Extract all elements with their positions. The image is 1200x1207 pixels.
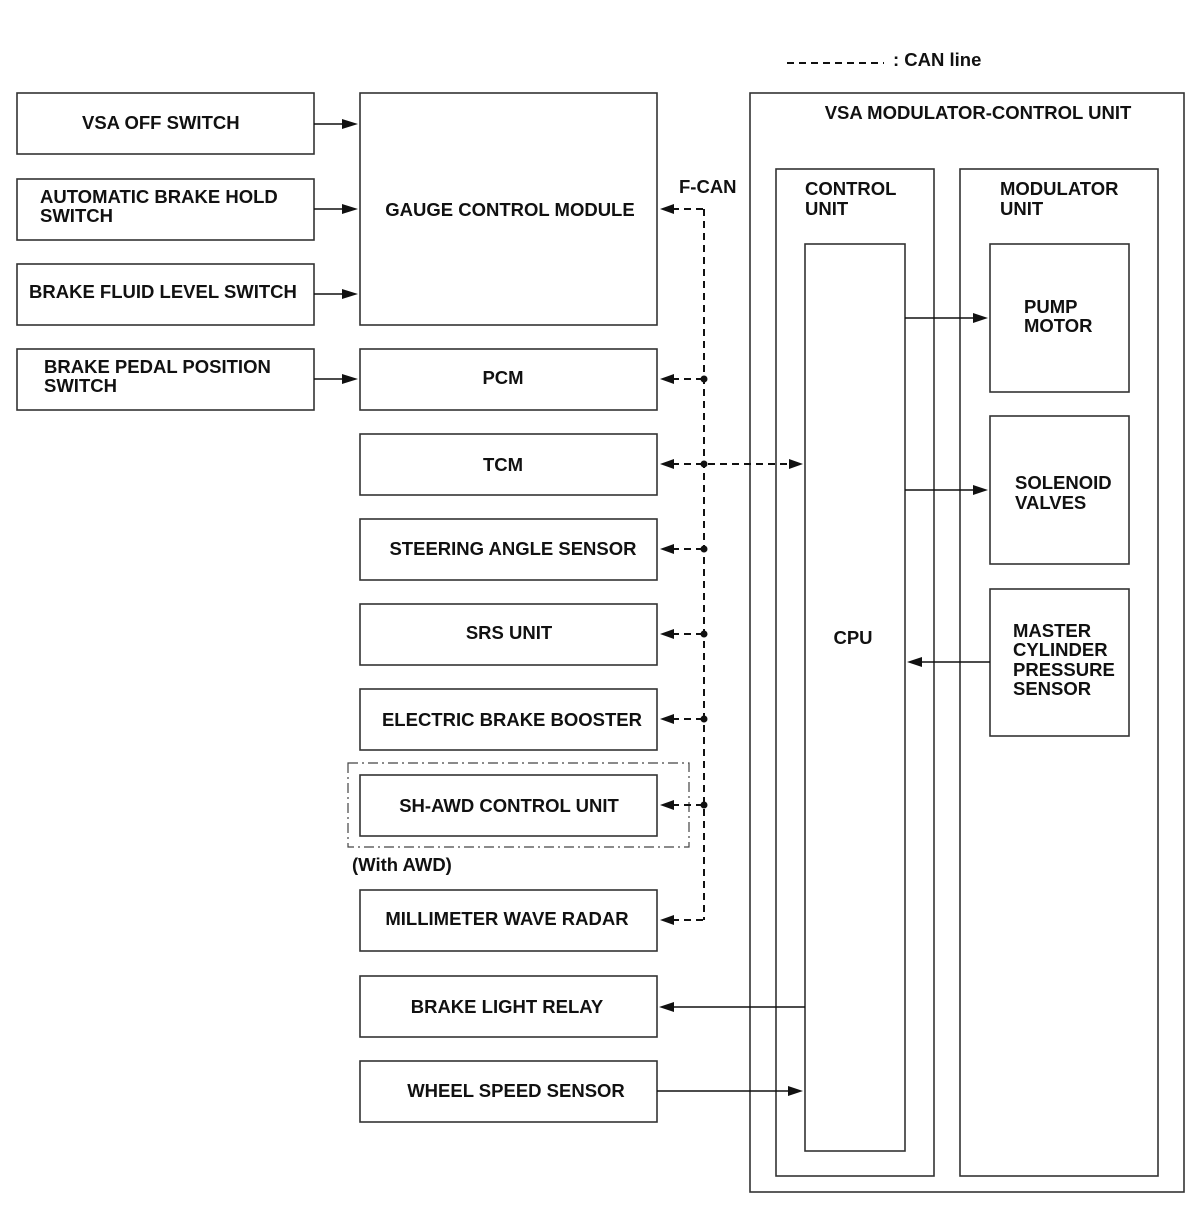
- legend-can-line-label: : CAN line: [893, 49, 981, 70]
- pump-motor-label-line-2: MOTOR: [1024, 315, 1093, 336]
- mc-sensor-label: MASTER: [1013, 620, 1091, 641]
- solenoid-valves-label-line-2: VALVES: [1015, 492, 1086, 513]
- brake-light-relay: BRAKE LIGHT RELAY: [359, 975, 658, 1038]
- cpu-label: CPU: [833, 627, 872, 648]
- module-label: SH-AWD CONTROL UNIT: [399, 795, 619, 816]
- millimeter-wave-radar: MILLIMETER WAVE RADAR: [359, 889, 658, 952]
- steering-angle-sensor: STEERING ANGLE SENSOR: [359, 518, 658, 581]
- tcm-module: TCM: [359, 433, 658, 496]
- master-cylinder-pressure-sensor: MASTER CYLINDER PRESSURE SENSOR: [989, 588, 1130, 737]
- mc-sensor-label-line-4: SENSOR: [1013, 678, 1091, 699]
- solenoid-valves: SOLENOID VALVES: [989, 415, 1130, 565]
- input-label: AUTOMATIC BRAKE HOLD: [40, 186, 278, 207]
- module-label: PCM: [482, 367, 523, 388]
- input-label-line-2: SWITCH: [44, 375, 117, 396]
- input-label: VSA OFF SWITCH: [82, 112, 240, 133]
- cpu-connections: [657, 313, 990, 1096]
- gauge-control-module: GAUGE CONTROL MODULE: [359, 92, 658, 326]
- input-brake-pedal-position-switch: BRAKE PEDAL POSITION SWITCH: [16, 348, 315, 411]
- pump-motor-label: PUMP: [1024, 296, 1077, 317]
- vsa-unit-title: VSA MODULATOR-CONTROL UNIT: [825, 102, 1132, 123]
- module-label: GAUGE CONTROL MODULE: [385, 199, 634, 220]
- input-automatic-brake-hold-switch: AUTOMATIC BRAKE HOLD SWITCH: [16, 178, 315, 241]
- f-can-label: F-CAN: [679, 176, 737, 197]
- electric-brake-booster: ELECTRIC BRAKE BOOSTER: [359, 688, 658, 751]
- cpu: CPU: [804, 243, 906, 1152]
- control-unit-label: CONTROL: [805, 178, 896, 199]
- module-label: ELECTRIC BRAKE BOOSTER: [382, 709, 642, 730]
- mc-sensor-label-line-3: PRESSURE: [1013, 659, 1115, 680]
- module-label: MILLIMETER WAVE RADAR: [385, 908, 628, 929]
- pump-motor: PUMP MOTOR: [989, 243, 1130, 393]
- modulator-unit-label: MODULATOR: [1000, 178, 1119, 199]
- awd-note: (With AWD): [352, 854, 452, 875]
- srs-unit: SRS UNIT: [359, 603, 658, 666]
- switch-connections: [314, 119, 358, 384]
- pcm-module: PCM: [359, 348, 658, 411]
- module-label: TCM: [483, 454, 523, 475]
- sh-awd-control-unit: SH-AWD CONTROL UNIT: [359, 774, 658, 837]
- modulator-unit-label-line-2: UNIT: [1000, 198, 1044, 219]
- control-unit-label-line-2: UNIT: [805, 198, 849, 219]
- module-label: WHEEL SPEED SENSOR: [407, 1080, 625, 1101]
- input-label-line-2: SWITCH: [40, 205, 113, 226]
- mc-sensor-label-line-2: CYLINDER: [1013, 639, 1108, 660]
- input-brake-fluid-level-switch: BRAKE FLUID LEVEL SWITCH: [16, 263, 315, 326]
- wheel-speed-sensor: WHEEL SPEED SENSOR: [359, 1060, 658, 1123]
- f-can-bus: [660, 204, 803, 925]
- module-label: BRAKE LIGHT RELAY: [411, 996, 604, 1017]
- module-label: STEERING ANGLE SENSOR: [389, 538, 636, 559]
- input-label: BRAKE FLUID LEVEL SWITCH: [29, 281, 297, 302]
- solenoid-valves-label: SOLENOID: [1015, 472, 1112, 493]
- module-label: SRS UNIT: [466, 622, 553, 643]
- input-label: BRAKE PEDAL POSITION: [44, 356, 271, 377]
- input-vsa-off-switch: VSA OFF SWITCH: [16, 92, 315, 155]
